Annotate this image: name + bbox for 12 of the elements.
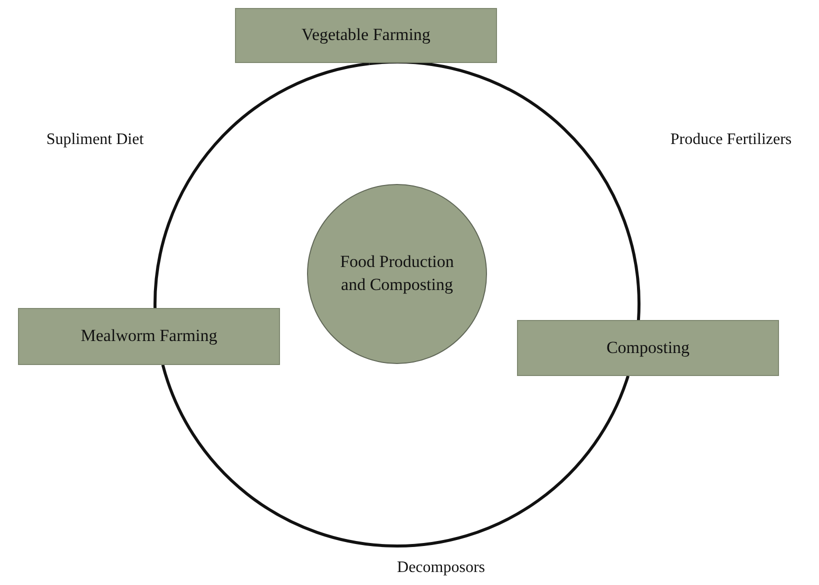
node-label: Mealworm Farming (80, 325, 218, 348)
cycle-arc (369, 60, 640, 320)
process-box (517, 320, 779, 376)
node-label: Vegetable Farming (302, 24, 430, 46)
node-label: Food Production and Composting (339, 251, 455, 296)
edge-label: Supliment Diet (44, 131, 146, 149)
process-box (235, 8, 497, 63)
node-label: Composting (606, 336, 690, 359)
process-box (18, 308, 280, 365)
edge-label: Decomposors (395, 559, 487, 577)
cycle-arc (154, 62, 370, 308)
cycle-arc (161, 364, 630, 548)
